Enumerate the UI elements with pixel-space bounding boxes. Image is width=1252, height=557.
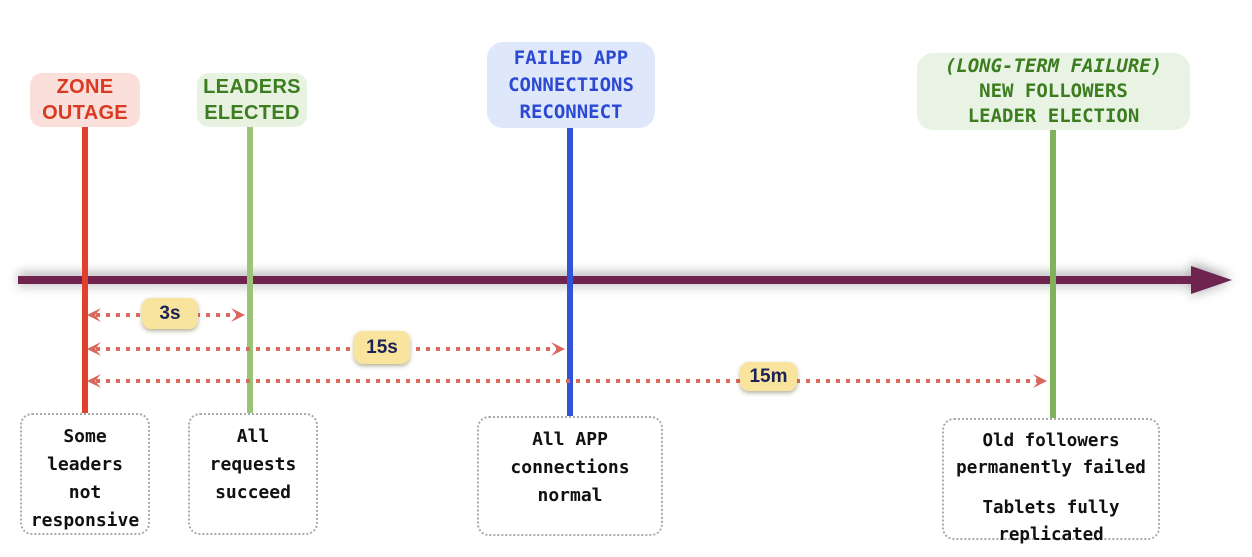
event-label-line: NEW FOLLOWERS xyxy=(979,80,1128,102)
duration-label-15s: 15s xyxy=(354,331,410,364)
note-line: leaders xyxy=(47,454,123,475)
note-box-zone-outage: Some leaders not responsive xyxy=(20,413,150,535)
arrowhead-right-icon xyxy=(230,307,246,323)
duration-arrow-15m xyxy=(96,379,1042,383)
note-line: not xyxy=(68,482,102,503)
event-label-leaders-elected: LEADERS ELECTED xyxy=(197,73,307,127)
event-label-line: ELECTED xyxy=(204,102,300,124)
event-marker-line-failed-app-connections-reconnect xyxy=(567,128,573,416)
event-label-line: (LONG-TERM FAILURE) xyxy=(944,55,1163,77)
note-line: connections xyxy=(510,457,630,478)
arrowhead-left-icon xyxy=(86,373,102,389)
note-line: Old followers xyxy=(982,431,1120,451)
arrowhead-right-icon xyxy=(550,341,566,357)
event-label-line: OUTAGE xyxy=(42,102,128,124)
event-label-failed-app-connections-reconnect: FAILED APP CONNECTIONS RECONNECT xyxy=(487,42,655,128)
duration-arrow-15s xyxy=(96,347,558,351)
event-marker-line-leaders-elected xyxy=(247,127,253,415)
event-label-line: LEADER ELECTION xyxy=(967,105,1140,127)
note-line: All APP xyxy=(532,429,608,450)
note-box-leaders-elected: All requests succeed xyxy=(188,413,318,535)
note-line: All xyxy=(236,426,270,447)
timeline-axis-shaft xyxy=(18,276,1198,284)
note-line: replicated xyxy=(998,525,1104,545)
arrowhead-left-icon xyxy=(86,307,102,323)
timeline-axis-arrowhead-icon xyxy=(1191,266,1232,294)
note-box-failed-app-connections: All APP connections normal xyxy=(477,416,663,536)
event-label-long-term-failure-new-followers-leader-election: (LONG-TERM FAILURE) NEW FOLLOWERS LEADER… xyxy=(917,53,1190,130)
event-label-line: LEADERS xyxy=(203,76,301,98)
duration-label-15m: 15m xyxy=(740,362,797,391)
event-label-line: RECONNECT xyxy=(519,100,623,123)
arrowhead-left-icon xyxy=(86,341,102,357)
note-line xyxy=(944,482,1158,495)
event-label-zone-outage: ZONE OUTAGE xyxy=(30,73,140,127)
note-line: responsive xyxy=(30,510,140,531)
note-line: permanently failed xyxy=(956,458,1146,478)
note-line: requests xyxy=(209,454,297,475)
event-label-line: FAILED APP xyxy=(513,46,629,69)
duration-label-3s: 3s xyxy=(142,298,198,329)
event-marker-line-long-term-failure xyxy=(1050,130,1056,418)
event-label-line: CONNECTIONS xyxy=(508,73,634,96)
note-line: Some xyxy=(63,426,107,447)
note-line: Tablets fully xyxy=(982,498,1120,518)
arrowhead-right-icon xyxy=(1032,373,1048,389)
event-label-line: ZONE xyxy=(56,76,114,98)
note-line: normal xyxy=(537,485,603,506)
event-marker-line-zone-outage xyxy=(82,127,88,415)
note-box-long-term-failure: Old followers permanently failed Tablets… xyxy=(942,418,1160,545)
note-line: succeed xyxy=(215,482,291,503)
